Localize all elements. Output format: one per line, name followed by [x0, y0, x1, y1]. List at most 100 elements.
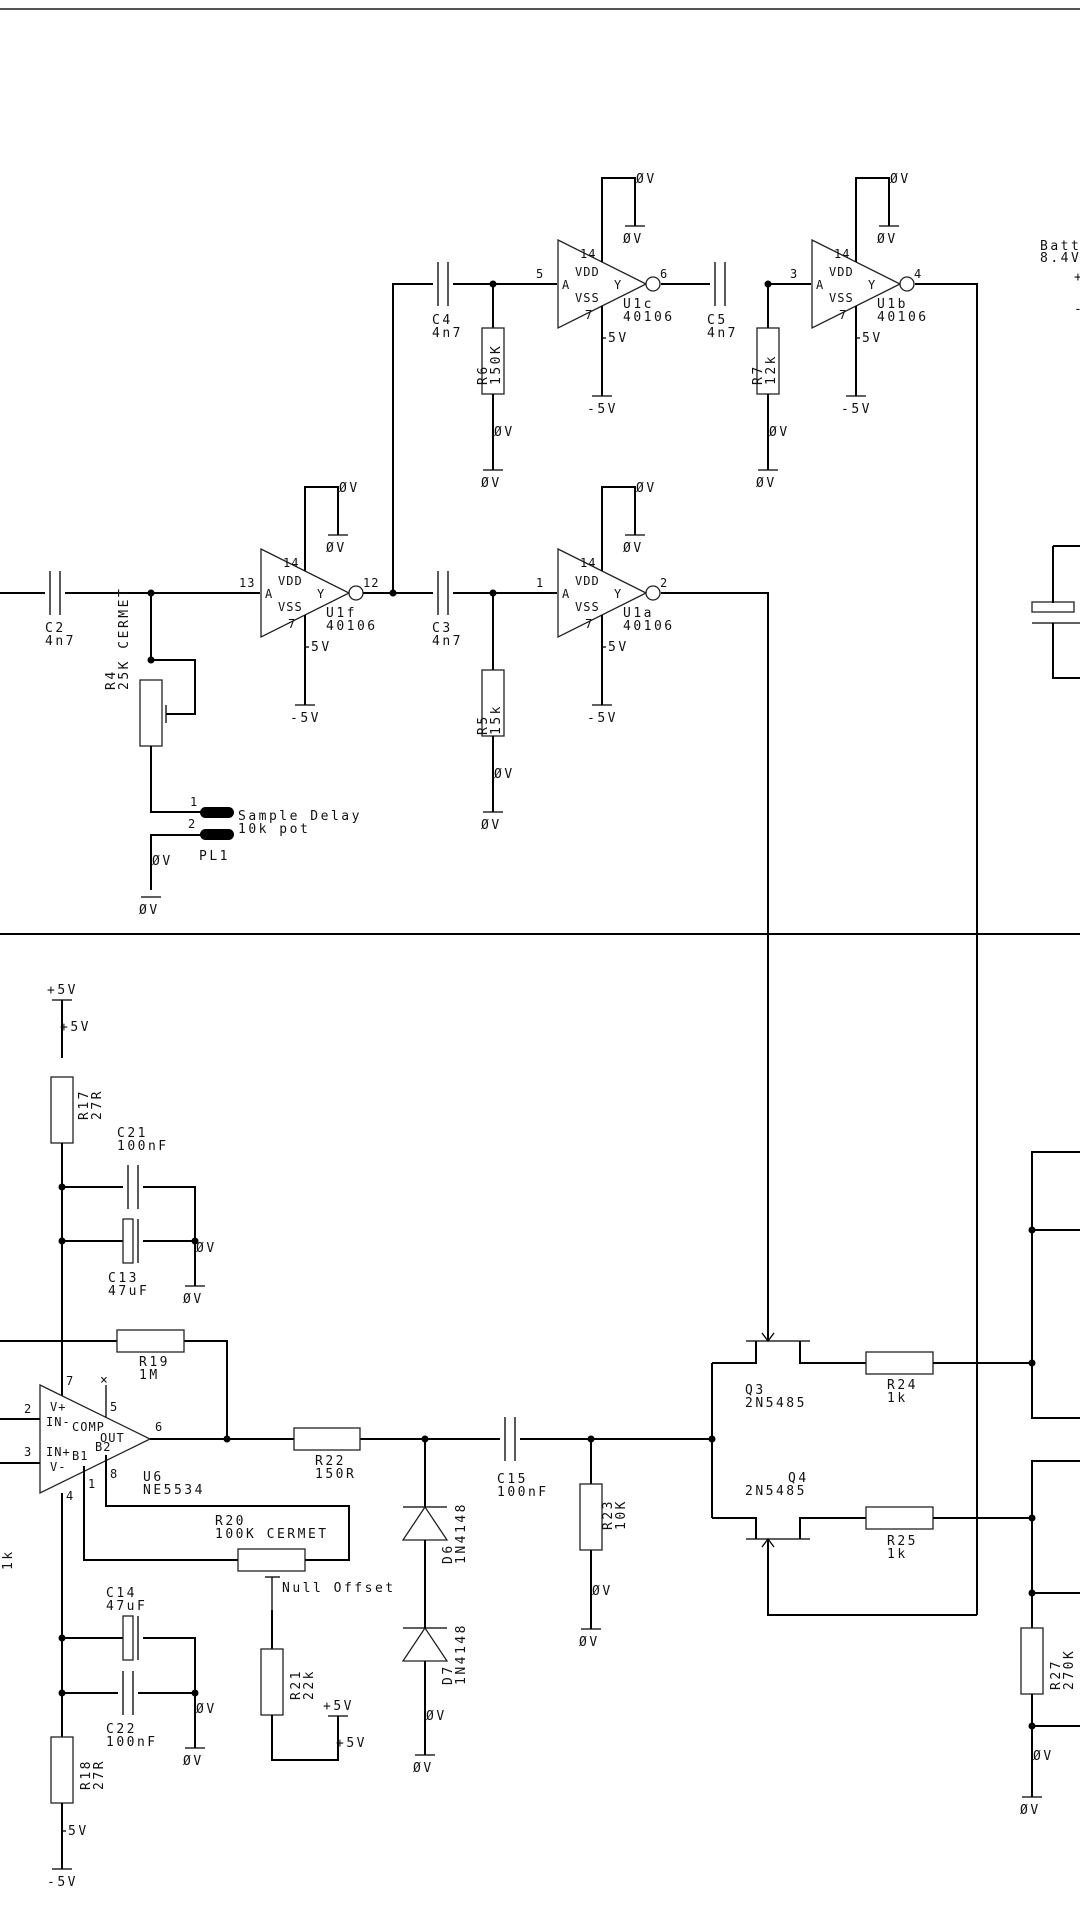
resistor-ref: R24 — [887, 1378, 918, 1393]
inverter-ref: U1c — [623, 297, 654, 312]
diode-part: 1N4148 — [454, 1623, 469, 1685]
capacitor-value: 4n7 — [432, 326, 463, 341]
inverter-part: 40106 — [623, 310, 675, 325]
wire — [150, 746, 205, 813]
wire — [62, 1186, 196, 1241]
no-connect-mark: × — [100, 1373, 110, 1388]
pin-number: 14 — [580, 556, 596, 570]
pin-number: 1 — [190, 795, 198, 809]
pin-number: 14 — [580, 247, 596, 261]
ground-label: ØV — [579, 1635, 600, 1650]
connector-label: 10k pot — [238, 822, 310, 837]
pin-name-y: Y — [868, 278, 876, 292]
net-label: ØV — [769, 425, 790, 440]
net-label: ØV — [494, 425, 515, 440]
wire — [712, 1341, 757, 1364]
neg-rail-label: -5V — [290, 711, 321, 726]
wire — [392, 283, 440, 593]
pin-number: 4 — [914, 267, 922, 281]
battery-label: Batt — [1040, 239, 1080, 254]
net-label: 5V — [862, 331, 883, 346]
ground-label: ØV — [623, 541, 644, 556]
inverter-part: 40106 — [326, 619, 378, 634]
wire — [601, 486, 636, 571]
resistor-ref: R22 — [315, 1454, 346, 1469]
neg-rail-label: -5V — [841, 402, 872, 417]
ground-label: ØV — [183, 1292, 204, 1307]
resistor-ref: R21 — [289, 1669, 304, 1700]
jfet-part: 2N5485 — [745, 1396, 807, 1411]
neg-rail-label: -5V — [587, 711, 618, 726]
pin-number: 2 — [24, 1402, 32, 1416]
resistor-value: 100K CERMET — [215, 1527, 329, 1542]
pin-number: 7 — [585, 308, 593, 322]
connector-ref: PL1 — [199, 849, 230, 864]
pin-number: 2 — [660, 576, 668, 590]
capacitor-value: 100nF — [497, 1485, 549, 1500]
null-offset-wiper[interactable]: Null Offset — [265, 1576, 396, 1610]
pin-number: 14 — [283, 556, 299, 570]
wire — [1031, 1460, 1080, 1628]
net-label: ØV — [890, 172, 911, 187]
pin-number: 7 — [288, 617, 296, 631]
ground-label: ØV — [877, 232, 898, 247]
resistor-ref: R20 — [215, 1514, 246, 1529]
pin-number: 7 — [839, 308, 847, 322]
net-label: ØV — [426, 1709, 447, 1724]
net-label: 5V — [311, 640, 332, 655]
net-label: +5V — [336, 1736, 367, 1751]
net-label: ØV — [636, 172, 657, 187]
ground-label: ØV — [326, 541, 347, 556]
neg-rail-label: -5V — [587, 402, 618, 417]
battery-plus: + — [1074, 270, 1080, 285]
pin-number: 6 — [660, 267, 668, 281]
net-label: ØV — [592, 1584, 613, 1599]
wire — [62, 1637, 196, 1693]
resistor-value: 1k — [887, 1391, 908, 1406]
wire — [1031, 1151, 1080, 1419]
resistor-value: 27R — [92, 1759, 107, 1790]
resistor-ref: R23 — [601, 1499, 616, 1530]
resistor-ref: R25 — [887, 1534, 918, 1549]
wire — [712, 1517, 757, 1539]
resistor-ref: R18 — [79, 1759, 94, 1790]
resistor-value: 12k — [764, 354, 779, 385]
jfet-ref: Q3 — [745, 1383, 766, 1398]
pin-name-vss: VSS — [829, 291, 854, 305]
